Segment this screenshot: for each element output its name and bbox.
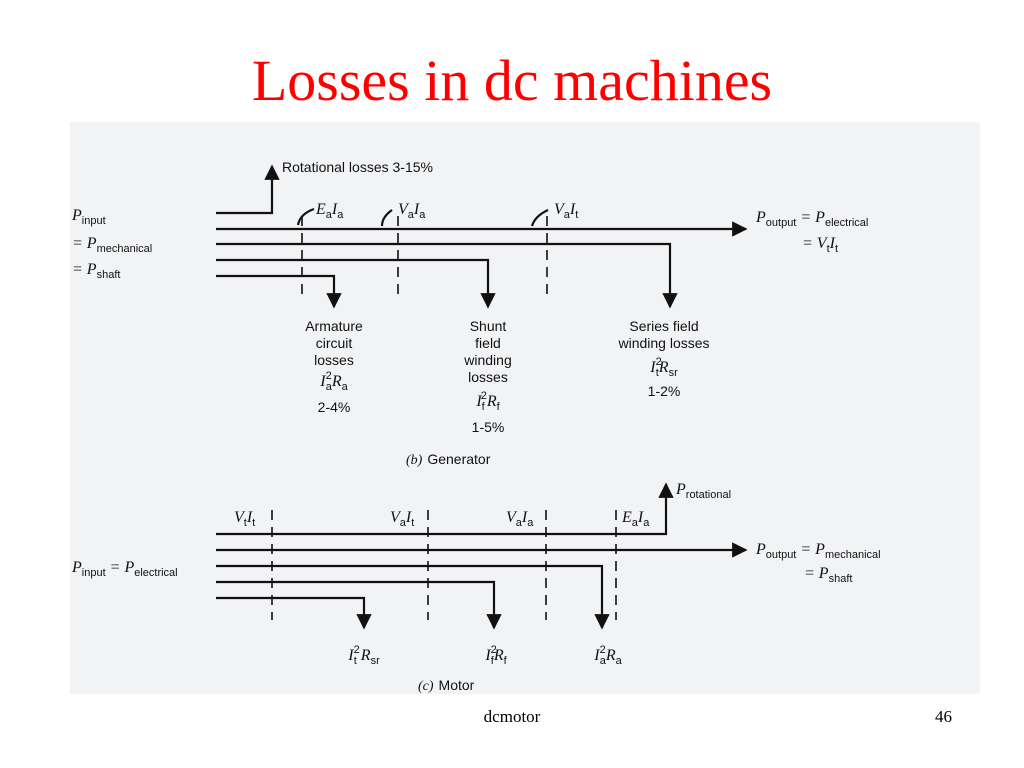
motor-series-field-arrow [216,596,372,630]
slide-title: Losses in dc machines [251,48,773,113]
gen-armature-arrow [216,274,342,309]
gen-tap-hook-2 [380,209,393,227]
motor-output-shaft: = Pshaft [804,565,852,585]
gen-input-label: Pinput [71,207,106,227]
svg-text:1-5%: 1-5% [472,419,505,435]
motor-tap-label-4: EaIa [621,509,650,529]
svg-text:winding losses: winding losses [617,335,709,351]
motor-tap-label-2: VaIt [390,509,414,529]
motor-diagram: Pinput= Pelectrical Protational VtIt VaI… [71,481,881,694]
svg-text:circuit: circuit [316,335,353,351]
generator-diagram: Pinput = Pmechanical = Pshaft Rotational… [71,159,868,468]
svg-text:Shunt: Shunt [470,318,507,334]
power-flow-diagram: Pinput = Pmechanical = Pshaft Rotational… [71,159,881,694]
gen-input-shaft: = Pshaft [72,261,120,281]
gen-tap-hook-1 [296,207,315,226]
gen-shunt-field-arrow [216,258,496,309]
motor-rotational-label: Protational [675,481,731,501]
motor-rotational-arrow [216,482,674,536]
svg-text:losses: losses [314,352,354,368]
figure-panel: Pinput = Pmechanical = Pshaft Rotational… [70,122,980,694]
svg-text:1-2%: 1-2% [648,383,681,399]
gen-output-label: Poutput= Pelectrical [755,209,868,229]
motor-output-label: Poutput= Pmechanical [755,541,881,561]
gen-series-field-arrow [216,242,678,309]
motor-input-label: Pinput= Pelectrical [71,559,178,579]
gen-shunt-field-losses: Shunt field winding losses If2Rf 1-5% [463,318,511,435]
motor-tap-label-1: VtIt [234,509,255,529]
page-number: 46 [935,707,952,726]
gen-tap-label-2: VaIa [398,201,426,221]
svg-text:If2Rf: If2Rf [475,390,500,413]
gen-tap-label-3: VaIt [554,201,578,221]
motor-armature-arrow [216,564,610,630]
gen-caption: (b)Generator [406,451,491,468]
gen-tap-hook-3 [530,209,549,227]
svg-text:Armature: Armature [305,318,363,334]
gen-rotational-label: Rotational losses 3-15% [282,159,433,175]
gen-output-vt-it: = VtIt [802,235,838,255]
svg-text:Series field: Series field [629,318,698,334]
svg-text:2-4%: 2-4% [318,399,351,415]
gen-rotational-arrow [216,164,280,215]
motor-shunt-field-arrow [216,580,502,630]
svg-text:losses: losses [468,369,508,385]
motor-caption: (c)Motor [418,677,475,694]
gen-input-mechanical: = Pmechanical [72,235,152,255]
motor-tap-label-3: VaIa [506,509,534,529]
footer-text: dcmotor [483,707,541,726]
svg-text:field: field [475,335,501,351]
svg-text:winding: winding [463,352,511,368]
gen-tap-label-1: EaIa [315,201,344,221]
